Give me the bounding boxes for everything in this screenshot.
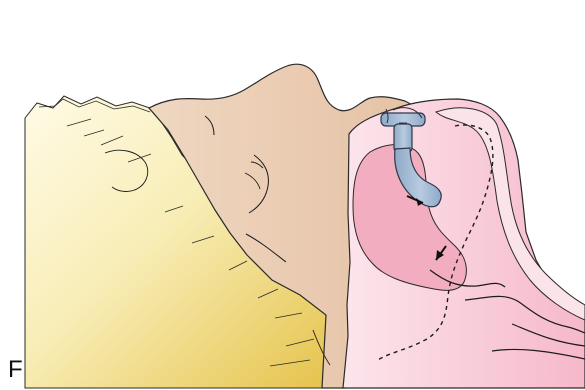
panel-label: F — [8, 358, 23, 382]
